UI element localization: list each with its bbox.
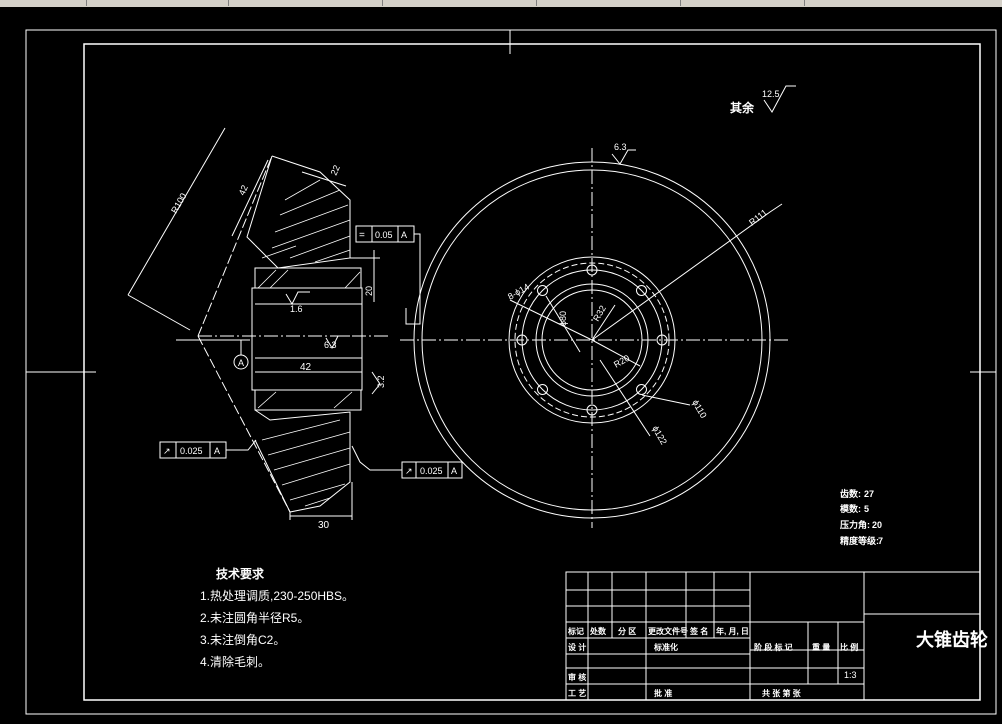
dim-phi122: ϕ122 xyxy=(650,424,669,446)
dim-42-bore: 42 xyxy=(300,362,312,373)
tb-weight: 重 量 xyxy=(812,642,830,652)
tech-item-2: 2.未注圆角半径R5。 xyxy=(200,610,309,625)
dim-key: ϕ80 xyxy=(558,311,568,326)
roughness-symbol xyxy=(763,85,796,113)
param-teeth-label: 齿数: xyxy=(840,488,861,499)
param-angle-value: 20 xyxy=(872,520,882,530)
top-roughness-value: 6.3 xyxy=(614,142,627,152)
dim-22: 22 xyxy=(329,164,342,177)
tol1-value: 0.05 xyxy=(375,230,393,240)
tb-count: 处数 xyxy=(589,626,607,636)
dim-roughness-3-2: 3.2 xyxy=(376,375,386,388)
toolbar-segment xyxy=(684,0,805,6)
dim-r20: R20 xyxy=(612,353,631,370)
roughness-label: 其余 xyxy=(730,100,755,115)
tol3-value: 0.025 xyxy=(420,466,443,476)
tb-sign: 签 名 xyxy=(689,626,708,636)
window-toolbar-strip xyxy=(0,0,1002,7)
tb-stage: 阶 段 标 记 xyxy=(754,642,793,652)
tb-scale-label: 比 例 xyxy=(840,642,858,652)
tech-item-1: 1.热处理调质,230-250HBS。 xyxy=(200,589,354,603)
tech-heading: 技术要求 xyxy=(216,566,265,581)
tolerance-frame-2 xyxy=(159,441,227,459)
dim-d20: 20 xyxy=(364,286,374,296)
tb-standard: 标准化 xyxy=(653,642,678,652)
front-view xyxy=(400,148,790,528)
tb-change-doc: 更改文件号 xyxy=(648,626,688,636)
outer-frame xyxy=(25,29,997,715)
toolbar-segment xyxy=(386,0,537,6)
param-module-value: 5 xyxy=(864,504,869,514)
tb-process: 工 艺 xyxy=(568,688,586,698)
datum-label: A xyxy=(238,358,244,368)
tb-check: 审 核 xyxy=(568,672,586,682)
tol3-symbol: ↗ xyxy=(405,466,413,476)
tol3-datum: A xyxy=(451,466,457,476)
tol2-value: 0.025 xyxy=(180,446,203,456)
param-teeth-value: 27 xyxy=(864,489,874,499)
tech-item-3: 3.未注倒角C2。 xyxy=(200,632,285,647)
param-grade-value: 7 xyxy=(878,536,883,546)
side-view xyxy=(127,127,421,520)
tb-approve: 批 准 xyxy=(654,688,672,698)
dim-roughness-6-3: 6.3 xyxy=(324,340,337,350)
toolbar-segment xyxy=(232,0,383,6)
tb-mark: 标记 xyxy=(567,626,584,636)
tech-item-4: 4.清除毛刺。 xyxy=(200,654,270,669)
dim-phi110: ϕ110 xyxy=(690,398,708,420)
dim-r111: R111 xyxy=(747,207,769,227)
toolbar-segment xyxy=(540,0,681,6)
tolerance-frame-3 xyxy=(401,461,463,479)
tol2-datum: A xyxy=(214,446,220,456)
dim-r100: R100 xyxy=(169,191,188,215)
toolbar-segment xyxy=(90,0,229,6)
dim-holes: 8-ϕ14 xyxy=(506,282,531,302)
title-block xyxy=(565,571,981,701)
tol1-symbol: = xyxy=(359,230,365,241)
param-angle-label: 压力角: xyxy=(840,519,870,530)
tb-design: 设 计 xyxy=(568,642,586,652)
tol1-datum: A xyxy=(401,230,407,240)
dim-roughness-1-6: 1.6 xyxy=(290,304,303,314)
tb-zone: 分 区 xyxy=(618,626,636,636)
dim-42-top: 42 xyxy=(237,184,250,197)
param-grade-label: 精度等级: xyxy=(840,535,879,546)
tol2-symbol: ↗ xyxy=(163,446,171,456)
param-module-label: 模数: xyxy=(840,503,861,514)
tb-sheets: 共 张 第 张 xyxy=(762,688,802,698)
drawing-title: 大锥齿轮 xyxy=(916,629,988,651)
tb-date: 年, 月, 日 xyxy=(716,626,749,636)
dim-30: 30 xyxy=(318,520,330,531)
roughness-value: 12.5 xyxy=(762,89,780,99)
tb-scale: 1:3 xyxy=(844,670,857,680)
tolerance-frame-1 xyxy=(355,225,415,243)
toolbar-segment xyxy=(0,0,87,6)
